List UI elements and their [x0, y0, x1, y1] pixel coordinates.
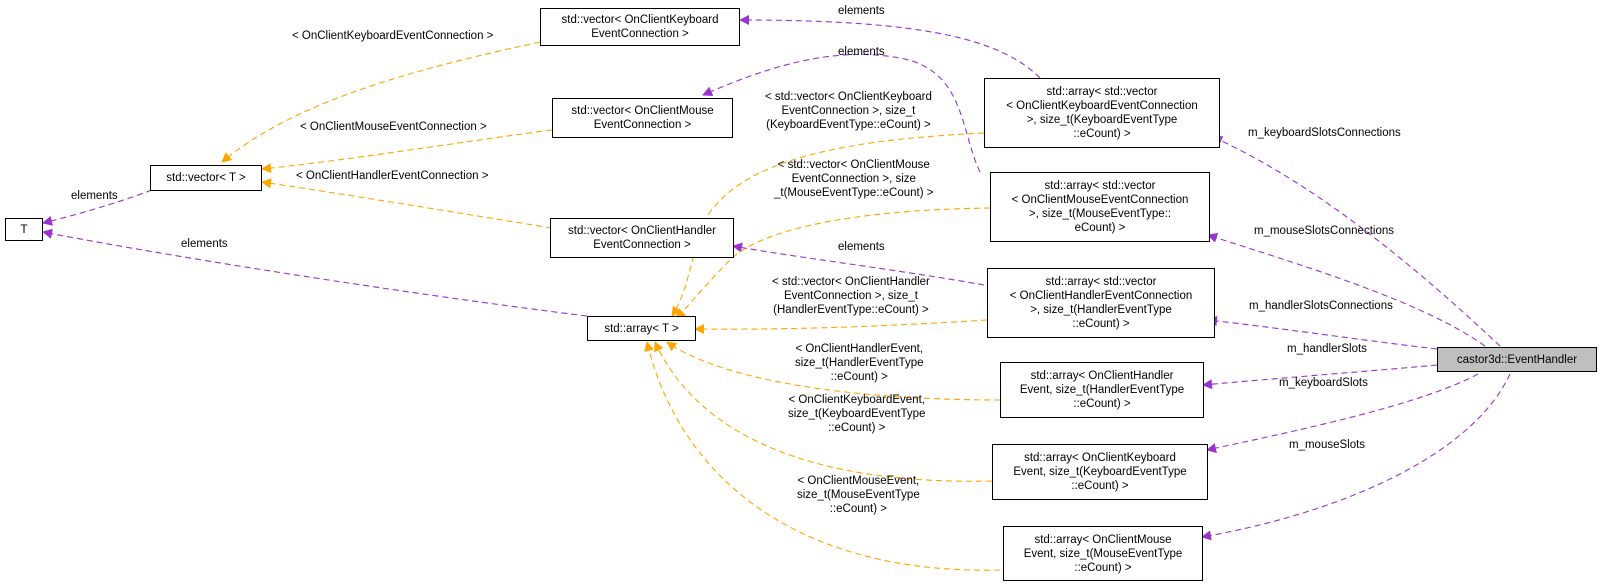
edge-mouse-slots-connections — [1207, 233, 1486, 347]
label-elements-vec-keyboard: elements — [838, 5, 885, 17]
node-arr-mouse[interactable]: std::array< OnClientMouse Event, size_t(… — [1003, 526, 1203, 581]
label-elements-vec-mouse: elements — [838, 46, 885, 58]
edge-tmpl-arr-handler — [666, 341, 1001, 401]
label-tmpl-arr-mouse-conn: < std::vector< OnClientMouse EventConnec… — [774, 159, 934, 199]
edge-tmpl-vec-keyboard — [221, 41, 541, 163]
node-arr-vec-handler[interactable]: std::array< std::vector < OnClientHandle… — [987, 268, 1215, 338]
node-arr-vec-keyboard[interactable]: std::array< std::vector < OnClientKeyboa… — [984, 78, 1220, 148]
edge-tmpl-arr-mouse — [644, 341, 1001, 571]
label-tmpl-keyboard-conn: < OnClientKeyboardEventConnection > — [292, 30, 494, 42]
label-tmpl-handler-conn: < OnClientHandlerEventConnection > — [296, 170, 489, 182]
edge-tmpl-arr-keyboard — [654, 341, 993, 482]
node-vec-keyboard[interactable]: std::vector< OnClientKeyboard EventConne… — [540, 8, 740, 46]
edge-arr-vec-mouse-elements — [702, 53, 981, 173]
edge-mouse-slots — [1201, 373, 1511, 541]
label-tmpl-arr-mouse: < OnClientMouseEvent, size_t(MouseEventT… — [797, 475, 920, 515]
node-arr-handler[interactable]: std::array< OnClientHandler Event, size_… — [1000, 362, 1204, 418]
edge-arr-vec-handler-elements — [732, 242, 985, 286]
node-event-handler[interactable]: castor3d::EventHandler — [1437, 347, 1597, 372]
edge-tmpl-vec-mouse — [261, 129, 553, 174]
edge-arr-vec-keyboard-elements — [739, 15, 1041, 79]
node-vec-mouse[interactable]: std::vector< OnClientMouse EventConnecti… — [552, 98, 733, 138]
label-tmpl-mouse-conn: < OnClientMouseEventConnection > — [300, 121, 487, 133]
edge-handler-slots-connections — [1207, 316, 1438, 350]
edge-array-t-elements — [42, 228, 588, 317]
label-elements-vec-handler: elements — [838, 241, 885, 253]
edge-tmpl-vec-handler — [261, 178, 553, 229]
label-tmpl-arr-handler: < OnClientHandlerEvent, size_t(HandlerEv… — [795, 343, 924, 383]
node-arr-vec-mouse[interactable]: std::array< std::vector < OnClientMouseE… — [990, 172, 1210, 242]
edge-tmpl-arr-vec-handler — [694, 319, 988, 335]
label-elements-vector-t: elements — [71, 190, 118, 202]
edge-keyboard-slots — [1206, 373, 1479, 453]
label-tmpl-arr-handler-conn: < std::vector< OnClientHandler EventConn… — [772, 276, 930, 316]
node-t[interactable]: T — [5, 218, 43, 241]
label-m-handler-slots-connections: m_handlerSlotsConnections — [1249, 300, 1393, 312]
node-vector-t[interactable]: std::vector< T > — [150, 165, 262, 191]
label-tmpl-arr-keyboard: < OnClientKeyboardEvent, size_t(Keyboard… — [788, 394, 926, 434]
edge-tmpl-arr-vec-mouse — [675, 207, 991, 319]
label-elements-array-t: elements — [181, 238, 228, 250]
label-m-handler-slots: m_handlerSlots — [1287, 343, 1367, 355]
edge-vector-t-elements — [42, 189, 153, 226]
label-tmpl-arr-keyboard-conn: < std::vector< OnClientKeyboard EventCon… — [765, 91, 932, 131]
label-m-keyboard-slots: m_keyboardSlots — [1279, 377, 1368, 389]
node-array-t[interactable]: std::array< T > — [587, 316, 696, 341]
node-arr-keyboard[interactable]: std::array< OnClientKeyboard Event, size… — [992, 444, 1208, 500]
edge-tmpl-arr-vec-keyboard — [671, 132, 985, 317]
node-vec-handler[interactable]: std::vector< OnClientHandler EventConnec… — [550, 218, 734, 258]
edge-keyboard-slots-connections — [1212, 136, 1501, 347]
label-m-keyboard-slots-connections: m_keyboardSlotsConnections — [1248, 127, 1401, 139]
edge-handler-slots — [1202, 364, 1438, 390]
label-m-mouse-slots: m_mouseSlots — [1289, 439, 1366, 451]
label-m-mouse-slots-connections: m_mouseSlotsConnections — [1254, 225, 1394, 237]
